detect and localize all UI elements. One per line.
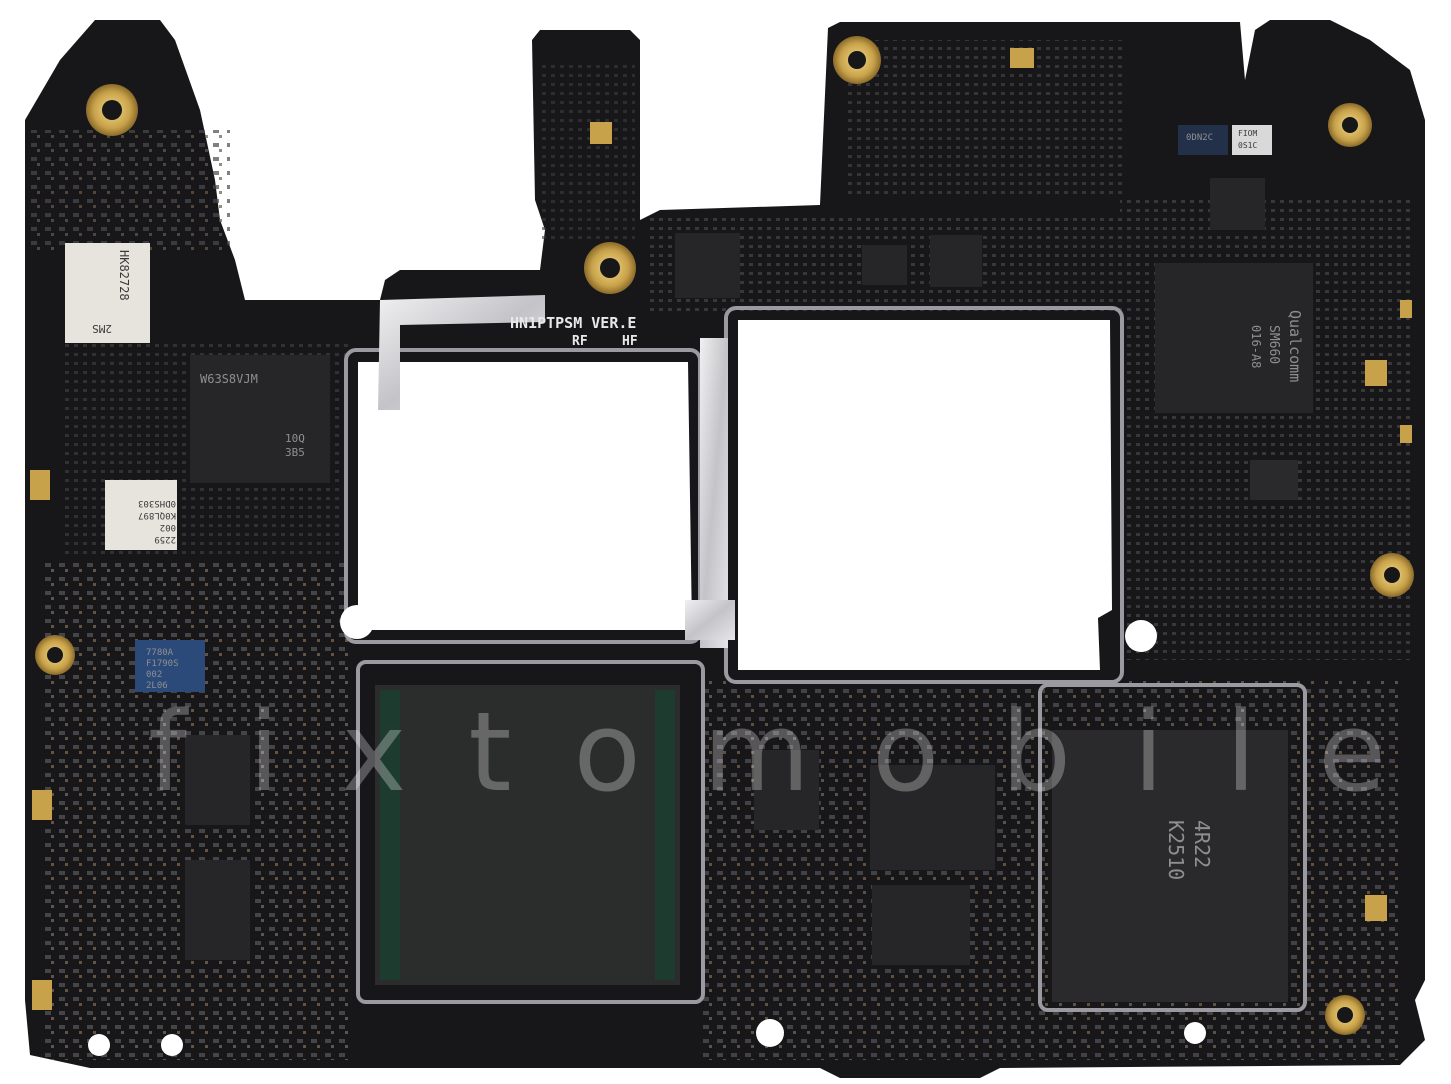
- label-chip: 2259 002 K0QL897 0DHS303: [138, 498, 176, 544]
- pmic-left-line2: 10Q: [285, 432, 305, 445]
- svg-text:2L06: 2L06: [146, 681, 168, 691]
- svg-text:0DHS303: 0DHS303: [138, 498, 176, 508]
- silkscreen-rf: RF: [572, 334, 588, 349]
- metal-brackets: [378, 295, 735, 648]
- watermark: fixtomobile: [148, 688, 1448, 816]
- small-chip-a: 0DN2C: [1186, 133, 1213, 143]
- svg-text:SM660: SM660: [1266, 325, 1281, 364]
- svg-text:K2510: K2510: [1164, 820, 1188, 880]
- svg-text:Qualcomm: Qualcomm: [1286, 310, 1304, 382]
- svg-text:002: 002: [146, 670, 162, 680]
- svg-text:4R22: 4R22: [1190, 820, 1214, 868]
- rf-module-bottom: 2MS: [92, 322, 112, 335]
- soc-chip: 4R22 K2510: [1164, 820, 1214, 880]
- qualcomm-chip: Qualcomm SM660 016-A8: [1249, 310, 1304, 382]
- svg-text:2259: 2259: [154, 534, 176, 544]
- svg-text:F1790S: F1790S: [146, 659, 179, 669]
- rf-module-top: HK82728: [117, 250, 131, 301]
- pmic-left-line3: 3B5: [285, 446, 305, 459]
- pmic-left-line1: W63S8VJM: [200, 372, 258, 386]
- small-chip-b: FIOM: [1238, 129, 1257, 138]
- screw-holes: [88, 605, 1206, 1056]
- svg-text:016-A8: 016-A8: [1249, 325, 1263, 368]
- svg-text:002: 002: [160, 522, 176, 532]
- chips: [65, 125, 1313, 1002]
- silkscreen-hf: HF: [622, 334, 638, 349]
- silkscreen-model: HN1PTPSM VER.E: [510, 314, 636, 332]
- gold-contacts: [30, 36, 1414, 1035]
- small-chip-c: 0S1C: [1238, 141, 1257, 150]
- blue-chip: 7780A F1790S 002 2L06: [146, 648, 179, 691]
- svg-text:K0QL897: K0QL897: [138, 510, 176, 520]
- svg-text:7780A: 7780A: [146, 648, 174, 658]
